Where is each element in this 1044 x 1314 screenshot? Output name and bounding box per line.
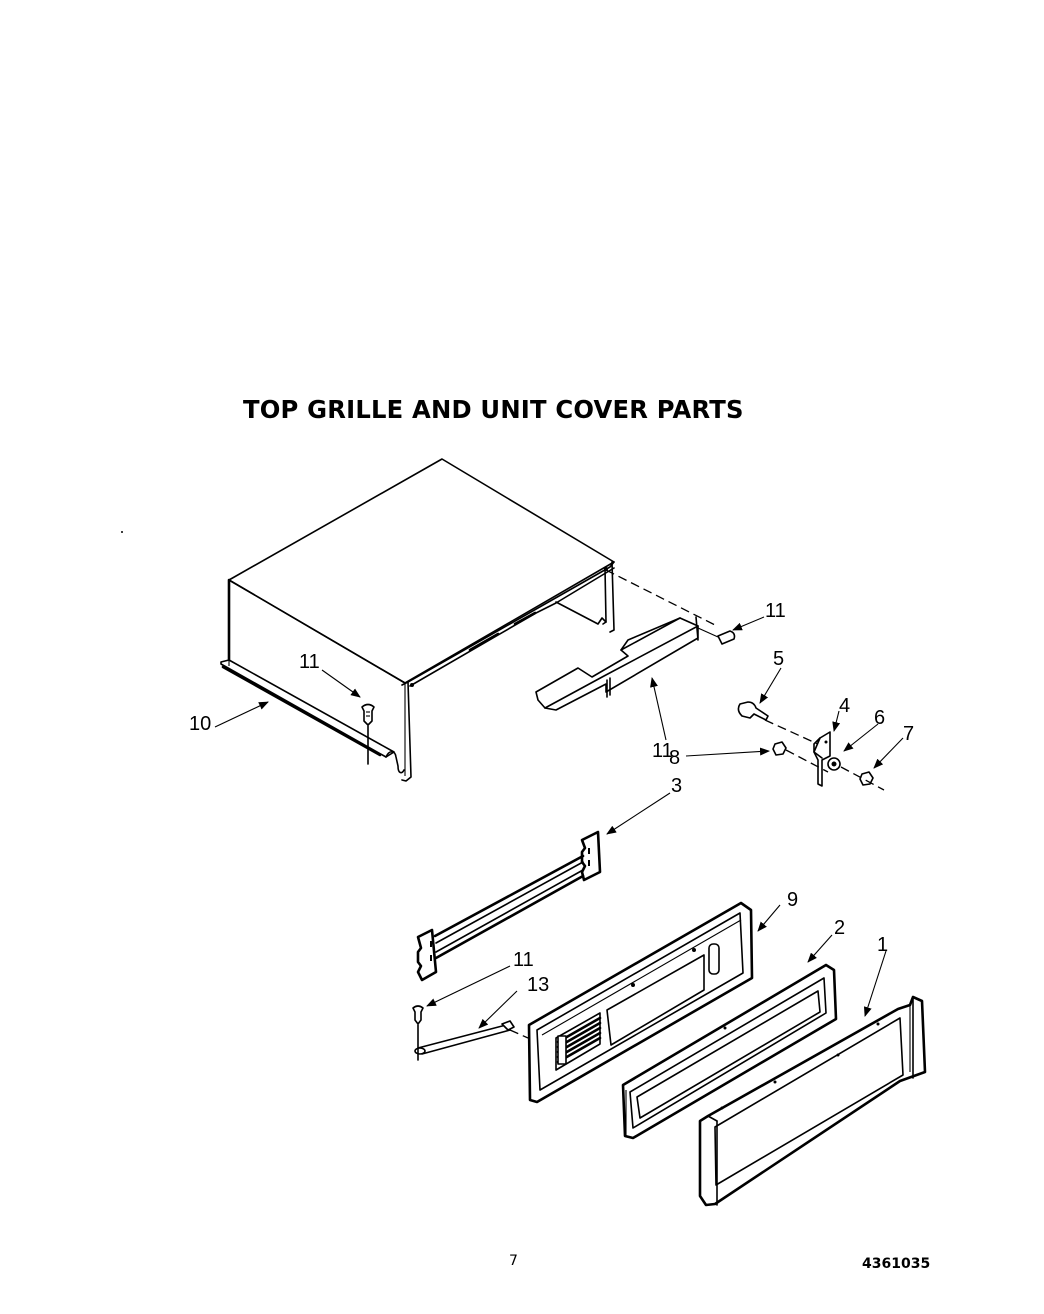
outer-frame-part-1 [698, 995, 927, 1207]
callout-11-rear: 11 [765, 600, 786, 622]
callout-2: 2 [834, 917, 845, 939]
callout-3: 3 [671, 775, 682, 797]
screw-icon [697, 627, 736, 645]
callout-9: 9 [787, 889, 798, 911]
mounting-bracket-part-3 [416, 830, 602, 982]
callout-6: 6 [874, 707, 885, 729]
callout-labels: 10 11 11 5 11 4 6 7 8 3 9 2 1 11 13 [189, 600, 914, 996]
hinge-hardware [737, 701, 885, 791]
callout-1: 1 [877, 934, 888, 956]
grille-panel-part-9 [527, 901, 754, 1104]
callout-5: 5 [773, 648, 784, 670]
louver-vents [555, 1012, 602, 1071]
callout-12: 11 [652, 740, 673, 762]
callout-11-grille: 11 [513, 949, 534, 971]
document-code: 4361035 [862, 1256, 931, 1272]
callout-7: 7 [903, 723, 914, 745]
callout-11-cover: 11 [299, 651, 320, 673]
unit-cover-part-10 [220, 458, 615, 782]
callout-13: 13 [527, 974, 549, 996]
screw-icon [361, 703, 375, 765]
callout-4: 4 [839, 695, 850, 717]
rear-bracket-part-12 [535, 616, 699, 711]
assembly-line [605, 569, 716, 626]
page-number: 7 [509, 1253, 518, 1269]
leader-lines [214, 616, 904, 1029]
callout-8: 8 [669, 747, 680, 769]
scan-speck [121, 531, 123, 533]
callout-10: 10 [189, 713, 211, 735]
page-title: TOP GRILLE AND UNIT COVER PARTS [243, 395, 744, 424]
support-rod-part-13 [412, 1005, 529, 1061]
trim-frame-part-2 [621, 963, 838, 1140]
